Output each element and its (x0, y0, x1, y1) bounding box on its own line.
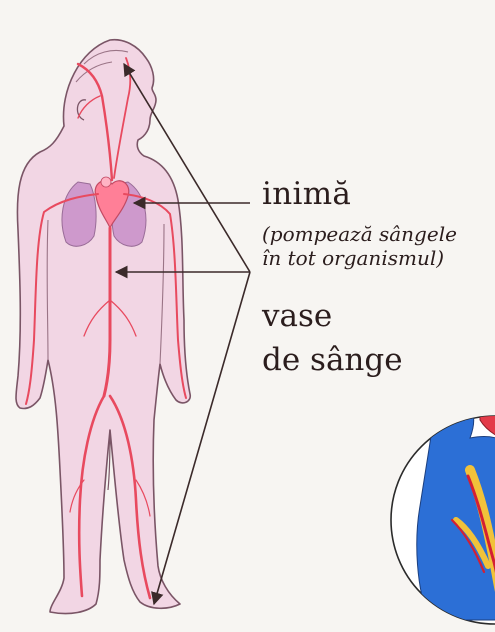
vessels-label-line-2: de sânge (262, 342, 403, 378)
heart-label: inimă (262, 176, 351, 212)
heart-description-line-1: (pompează sângele (262, 222, 457, 246)
heart-description-line-2: în tot organismul) (262, 246, 444, 270)
child-body (16, 40, 190, 614)
vessels-label-line-1: vase (262, 298, 332, 334)
heart-detail-inset (391, 367, 495, 624)
